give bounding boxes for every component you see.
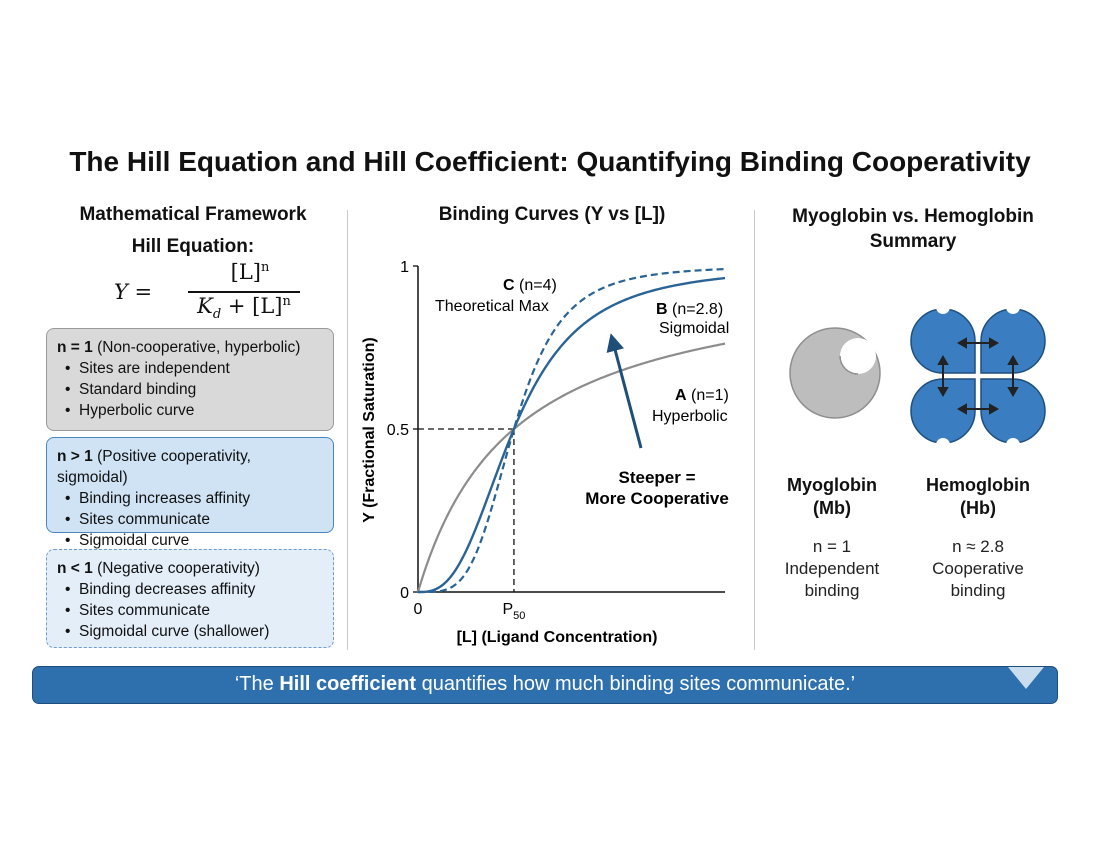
fraction-bar bbox=[188, 291, 300, 293]
page-title: The Hill Equation and Hill Coefficient: … bbox=[69, 146, 1031, 177]
box-heading-bold: n = 1 bbox=[57, 339, 93, 356]
summary-heading-line1: Myoglobin vs. Hemoglobin bbox=[792, 206, 1034, 227]
banner-suffix: quantifies how much binding sites commun… bbox=[416, 673, 856, 695]
x-ticks: 0 P50 bbox=[414, 601, 526, 622]
box-heading-rest: (Negative cooperativity) bbox=[92, 560, 260, 577]
banner-bold: Hill coefficient bbox=[279, 673, 417, 695]
y-tick-label: 0.5 bbox=[387, 422, 409, 439]
hemoglobin-name-line2: (Hb) bbox=[960, 498, 996, 518]
list-item: Sigmoidal curve bbox=[65, 530, 323, 551]
list-item: Hyperbolic curve bbox=[65, 400, 323, 421]
column-divider-right bbox=[754, 210, 755, 650]
protein-summary-heading: Myoglobin vs. Hemoglobin Summary bbox=[763, 204, 1063, 254]
list-item: Binding increases affinity bbox=[65, 488, 323, 509]
banner-prefix: ‘The bbox=[234, 673, 280, 695]
hill-equation: Y = [L]n Kd + [L]n bbox=[38, 260, 348, 324]
summary-heading-line2: Summary bbox=[869, 231, 957, 252]
list-item: Sigmoidal curve (shallower) bbox=[65, 621, 323, 642]
x-tick-label: 0 bbox=[414, 601, 423, 618]
denominator-exponent: n bbox=[282, 294, 291, 309]
curve-a-label-rest: (n=1) bbox=[687, 387, 729, 404]
myoglobin-name-line1: Myoglobin bbox=[787, 475, 877, 495]
denominator-k: K bbox=[197, 294, 213, 318]
myoglobin-name: Myoglobin (Mb) bbox=[762, 474, 902, 520]
box-heading-bold: n < 1 bbox=[57, 560, 93, 577]
curve-b-label-rest: (n=2.8) bbox=[668, 301, 724, 318]
hemoglobin-desc-line2: binding bbox=[950, 581, 1006, 600]
curve-c-label-rest: (n=4) bbox=[515, 277, 557, 294]
denominator-subscript: d bbox=[212, 307, 222, 323]
numerator-text: [L] bbox=[230, 260, 261, 284]
list-item: Sites communicate bbox=[65, 600, 323, 621]
list-item: Binding decreases affinity bbox=[65, 579, 323, 600]
column-divider-left bbox=[347, 210, 348, 650]
hemoglobin-name: Hemoglobin (Hb) bbox=[908, 474, 1048, 520]
box-heading: n < 1 (Negative cooperativity) bbox=[57, 558, 323, 579]
box-heading: n = 1 (Non-cooperative, hyperbolic) bbox=[57, 337, 323, 358]
hemoglobin-description: n ≈ 2.8 Cooperative binding bbox=[908, 536, 1048, 602]
cooperativity-arrow-icon bbox=[606, 333, 643, 449]
hemoglobin-desc-line1: Cooperative bbox=[932, 559, 1024, 578]
sparkle-icon bbox=[1008, 667, 1044, 689]
list-item: Sites communicate bbox=[65, 509, 323, 530]
binding-curves-heading: Binding Curves (Y vs [L]) bbox=[438, 204, 666, 225]
curve-a-sublabel: Hyperbolic bbox=[652, 408, 728, 425]
myoglobin-desc-line2: binding bbox=[804, 581, 860, 600]
x-axis-label: [L] (Ligand Concentration) bbox=[457, 629, 658, 646]
mathematical-framework-panel: Mathematical Framework Hill Equation: Y … bbox=[38, 204, 348, 648]
hemoglobin-name-line1: Hemoglobin bbox=[926, 475, 1030, 495]
x-tick-label: P50 bbox=[502, 601, 525, 622]
curve-b-sublabel: Sigmoidal bbox=[659, 320, 729, 337]
curve-b bbox=[418, 276, 726, 594]
equation-denominator: Kd + [L]n bbox=[186, 294, 302, 322]
hemoglobin-n-value: n ≈ 2.8 bbox=[952, 537, 1004, 556]
box-positive-cooperativity: n > 1 (Positive cooperativity, sigmoidal… bbox=[46, 437, 334, 551]
myoglobin-n-value: n = 1 bbox=[812, 537, 852, 556]
box-non-cooperative: n = 1 (Non-cooperative, hyperbolic) Site… bbox=[46, 328, 334, 431]
myoglobin-icon bbox=[789, 327, 881, 419]
annotation-line1: Steeper = bbox=[618, 468, 695, 487]
y-tick-label: 0 bbox=[400, 585, 409, 602]
curve-a bbox=[416, 342, 726, 593]
curve-b-label-bold: B bbox=[656, 301, 668, 318]
curve-a-label-bold: A bbox=[675, 387, 687, 404]
box-heading-bold: n > 1 bbox=[57, 448, 93, 465]
y-ticks: 00.51 bbox=[387, 259, 418, 602]
myoglobin-desc-line1: Independent bbox=[784, 559, 880, 578]
annotation-line2: More Cooperative bbox=[585, 489, 729, 508]
key-takeaway-banner: ‘The Hill coefficient quantifies how muc… bbox=[32, 666, 1058, 704]
list-item: Sites are independent bbox=[65, 358, 323, 379]
curve-c-sublabel: Theoretical Max bbox=[435, 298, 549, 315]
curve-c-label-bold: C bbox=[503, 277, 515, 294]
box-heading-rest: (Positive cooperativity, sigmoidal) bbox=[57, 448, 251, 486]
denominator-rest: + [L] bbox=[221, 294, 283, 318]
hemoglobin-icon bbox=[903, 301, 1053, 451]
myoglobin-name-line2: (Mb) bbox=[813, 498, 851, 518]
curve-a-label: A (n=1) bbox=[675, 387, 729, 404]
box-negative-cooperativity: n < 1 (Negative cooperativity) Binding d… bbox=[46, 549, 334, 648]
myoglobin-description: n = 1 Independent binding bbox=[762, 536, 902, 602]
box-heading-rest: (Non-cooperative, hyperbolic) bbox=[92, 339, 301, 356]
curve-b-label: B (n=2.8) bbox=[656, 301, 723, 318]
box-heading: n > 1 (Positive cooperativity, sigmoidal… bbox=[57, 446, 323, 488]
equation-lhs: Y = bbox=[114, 280, 153, 304]
curve-c bbox=[418, 267, 726, 594]
equation-title: Hill Equation: bbox=[131, 236, 255, 257]
curve-c-label: C (n=4) bbox=[503, 277, 557, 294]
y-axis-label: Y (Fractional Saturation) bbox=[361, 337, 378, 523]
framework-heading: Mathematical Framework bbox=[79, 204, 307, 225]
equation-numerator: [L]n bbox=[204, 260, 296, 284]
y-tick-label: 1 bbox=[400, 259, 409, 276]
list-item: Standard binding bbox=[65, 379, 323, 400]
numerator-exponent: n bbox=[260, 260, 270, 275]
